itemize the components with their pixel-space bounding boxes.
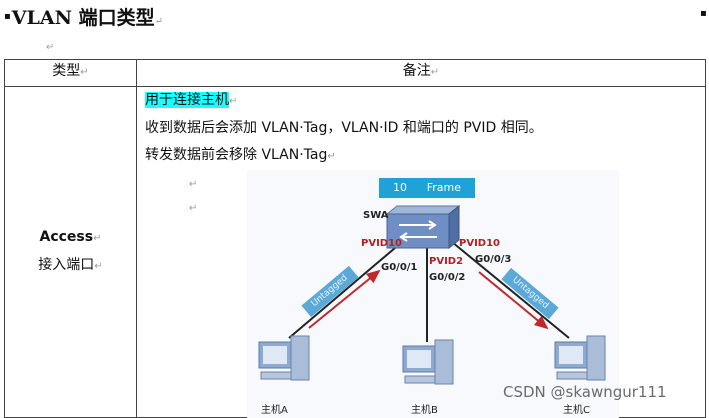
pvid-right: PVID10 bbox=[459, 238, 501, 249]
highlighted-text: 用于连接主机 bbox=[145, 92, 229, 108]
watermark: CSDN @skawngur111 bbox=[503, 383, 667, 401]
section-heading: ▪VLAN 端口类型↵ bbox=[4, 3, 163, 30]
table-row: Access↵ 接入端口↵ 用于连接主机↵ 收到数据后会添加 VLAN·Tag，… bbox=[4, 86, 706, 418]
host-a-label: 主机A bbox=[261, 405, 288, 416]
port-right: G0/0/3 bbox=[475, 254, 512, 265]
notes-cell: 用于连接主机↵ 收到数据后会添加 VLAN·Tag，VLAN·ID 和端口的 P… bbox=[136, 86, 706, 418]
note-line: 转发数据前会移除 VLAN·Tag↵ bbox=[145, 147, 336, 163]
host-b-label: 主机B bbox=[411, 405, 438, 416]
link-right bbox=[451, 241, 570, 339]
type-name: Access bbox=[39, 229, 94, 245]
paragraph-mark: ↵ bbox=[189, 179, 198, 190]
frame-label: Frame bbox=[426, 181, 461, 194]
pvid-middle: PVID2 bbox=[429, 256, 464, 267]
header-notes: 备注↵ bbox=[136, 59, 706, 87]
host-c-label: 主机C bbox=[563, 405, 590, 416]
heading-bullet: ▪ bbox=[4, 11, 11, 22]
paragraph-mark: ↵ bbox=[46, 42, 55, 53]
port-type-table: 类型↵ 备注↵ Access↵ 接入端口↵ 用于连接主机↵ 收到数据后会添加 V… bbox=[4, 59, 706, 418]
link-left bbox=[288, 241, 403, 339]
switch-icon bbox=[385, 204, 461, 250]
port-middle: G0/0/2 bbox=[429, 272, 466, 283]
frame-number: 10 bbox=[393, 181, 407, 194]
note-line: 收到数据后会添加 VLAN·Tag，VLAN·ID 和端口的 PVID 相同。 bbox=[145, 120, 543, 136]
corner-bullet: ▪ bbox=[700, 8, 707, 19]
type-cn: 接入端口 bbox=[38, 257, 95, 273]
paragraph-mark: ↵ bbox=[189, 203, 198, 214]
vlan-access-diagram: 10 Frame bbox=[247, 170, 619, 418]
heading-title: VLAN 端口类型 bbox=[11, 7, 155, 29]
host-c-icon bbox=[554, 335, 606, 381]
frame-box: 10 Frame bbox=[379, 178, 475, 198]
host-a-icon bbox=[258, 335, 310, 381]
table-header-row: 类型↵ 备注↵ bbox=[4, 59, 706, 87]
header-type: 类型↵ bbox=[4, 59, 137, 87]
arrow-egress bbox=[478, 271, 549, 330]
diagram-drawing bbox=[258, 204, 606, 385]
pvid-left: PVID10 bbox=[361, 238, 403, 249]
paragraph-mark: ↵ bbox=[154, 16, 163, 27]
note-line: 用于连接主机↵ bbox=[145, 92, 238, 108]
switch-label: SWA bbox=[363, 210, 389, 221]
type-cell: Access↵ 接入端口↵ bbox=[4, 86, 137, 418]
arrow-ingress bbox=[308, 269, 381, 329]
port-left: G0/0/1 bbox=[381, 262, 418, 273]
host-b-icon bbox=[402, 339, 454, 385]
